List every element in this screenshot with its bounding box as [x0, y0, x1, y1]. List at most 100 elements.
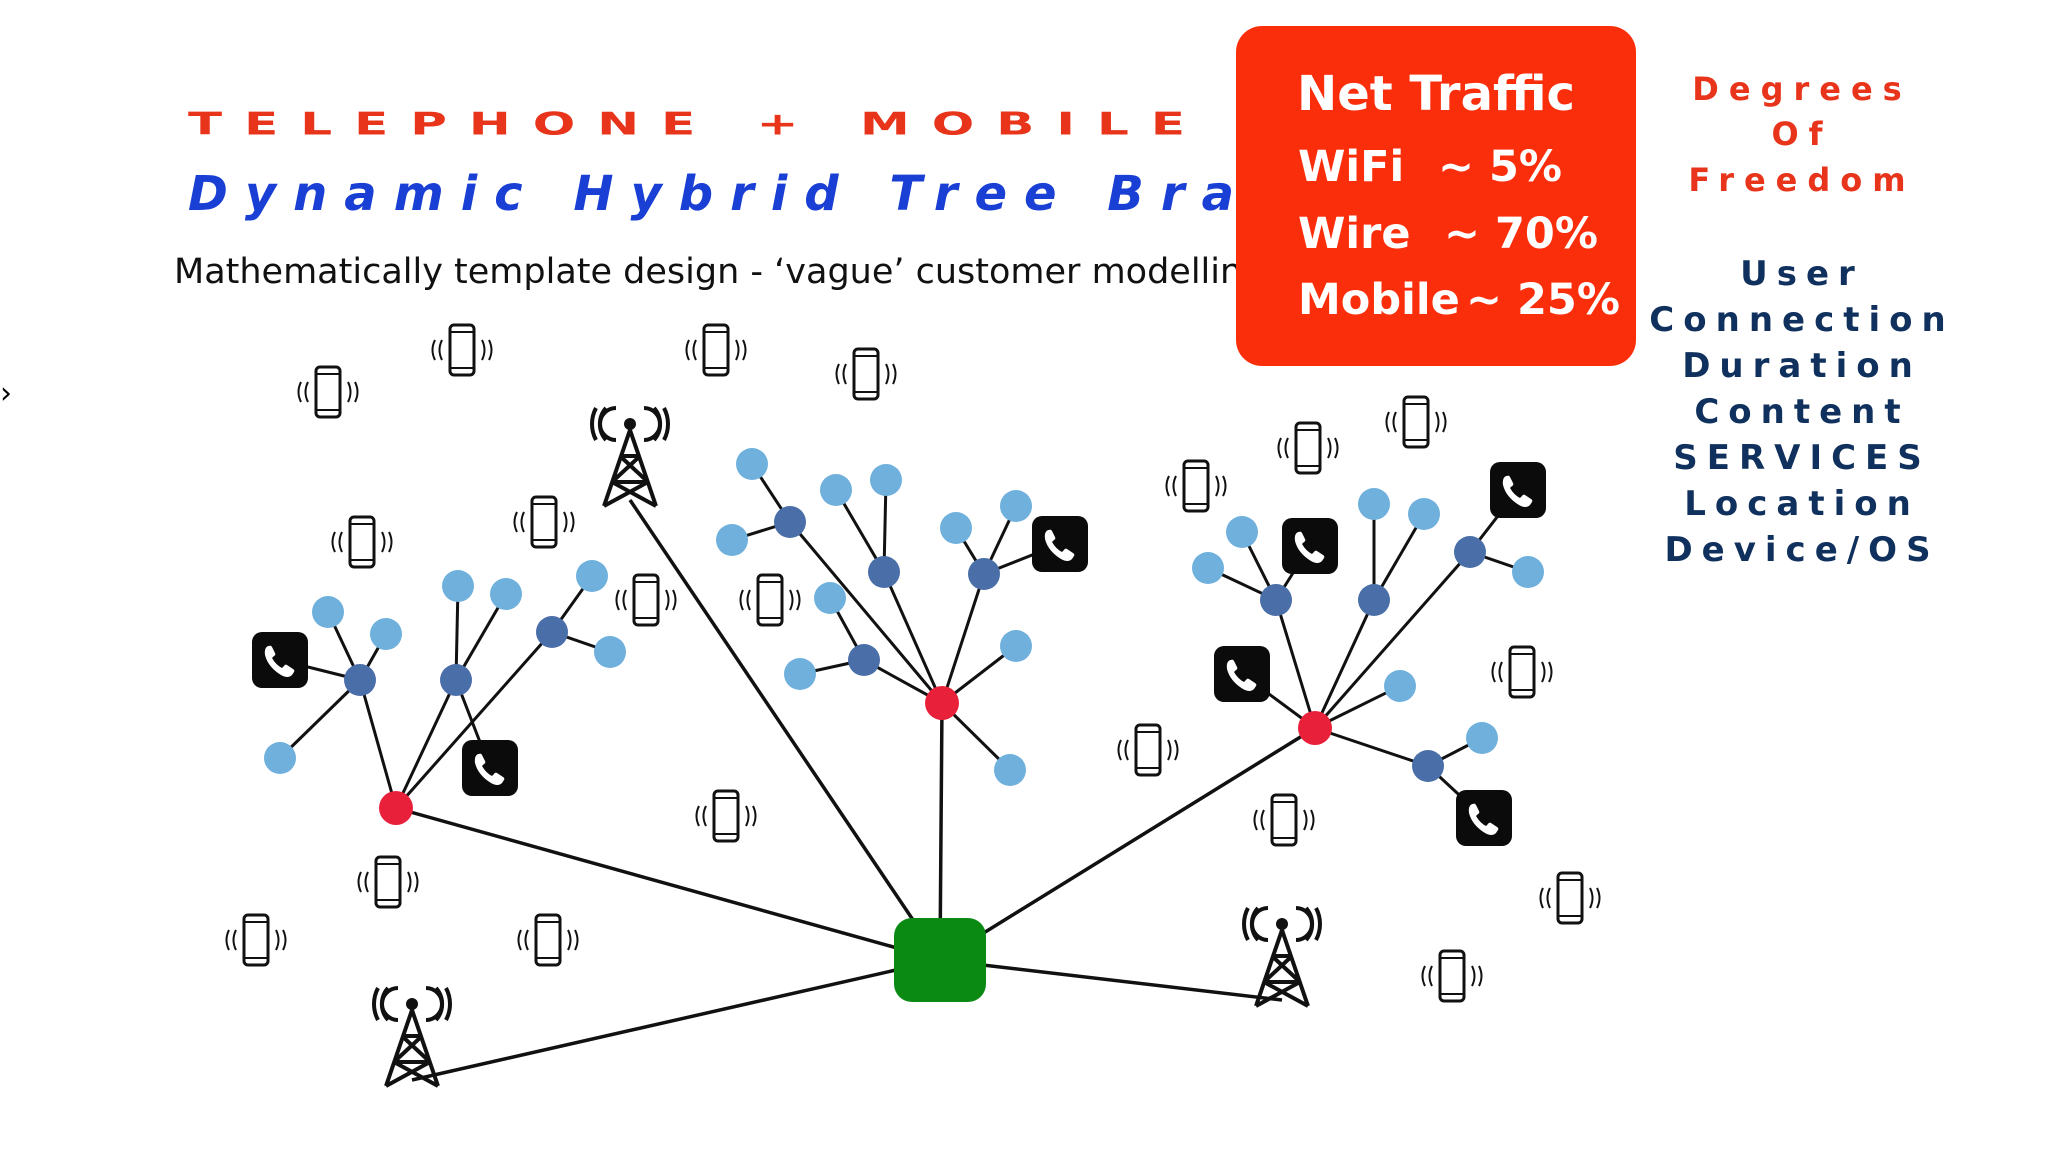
signal-wave-left [431, 339, 436, 361]
signal-wave-right [1303, 809, 1308, 831]
signal-wave-right [1174, 739, 1179, 761]
dof-heading-degrees: Degrees [1692, 70, 1912, 108]
leaf-node [1384, 670, 1416, 702]
signal-wave-right [1435, 411, 1440, 433]
signal-wave-left [331, 531, 336, 553]
mobile-body [314, 365, 342, 419]
mobile-phone-icon [1539, 871, 1601, 925]
mobile-phone-icon [357, 855, 419, 909]
traffic-label: Wire [1298, 209, 1411, 259]
dof-item-device-os: Device/OS [1664, 530, 1940, 570]
mobile-phone-icon [1491, 645, 1553, 699]
signal-wave-right [563, 511, 568, 533]
mobile-phone-icon [695, 789, 757, 843]
tower-wave-right [1314, 907, 1322, 941]
mobile-body [374, 855, 402, 909]
leaf-node [576, 560, 608, 592]
signal-wave-left [739, 589, 744, 611]
signal-wave-right [570, 511, 575, 533]
signal-wave-left [338, 531, 343, 553]
traffic-label: WiFi [1298, 142, 1405, 192]
handset-tile-bg [1032, 516, 1088, 572]
mobile-body [530, 495, 558, 549]
connection-line [1313, 551, 1472, 729]
signal-wave-left [1491, 661, 1496, 683]
description-text: Mathematically template design - ‘vague’… [174, 252, 1265, 292]
tower-top [624, 418, 636, 430]
mobile-phone-icon [1421, 949, 1483, 1003]
dof-item-services: SERVICES [1673, 438, 1931, 478]
radio-tower-icon [372, 986, 452, 1088]
signal-wave-right [1327, 437, 1332, 459]
net-traffic-title: Net Traffic [1297, 66, 1575, 122]
mobile-body [348, 515, 376, 569]
handset-shape [1502, 475, 1533, 507]
connection-line [1313, 599, 1376, 729]
signal-wave-left [524, 929, 529, 951]
signal-wave-right [1215, 475, 1220, 497]
connection-line [394, 679, 458, 809]
signal-wave-right [1541, 661, 1546, 683]
radio-tower-icon [1242, 906, 1322, 1008]
tower-wave-left [379, 986, 390, 1022]
signal-wave-left [615, 589, 620, 611]
traffic-value: ~ 25% [1466, 275, 1620, 325]
leaf-node [940, 512, 972, 544]
signal-wave-right [1222, 475, 1227, 497]
leaf-node [994, 754, 1026, 786]
signal-wave-right [1589, 887, 1594, 909]
traffic-row-wire: Wire ~ 70% [1298, 209, 1598, 259]
tower-lattice [602, 429, 658, 508]
handset-tile-bg [462, 740, 518, 796]
signal-wave-left [1392, 411, 1397, 433]
signal-wave-left [1284, 437, 1289, 459]
signal-wave-right [388, 531, 393, 553]
sub-node [1358, 584, 1390, 616]
sub-node [536, 616, 568, 648]
handset-tile-bg [1214, 646, 1270, 702]
connection-line [938, 702, 944, 961]
dof-item-user: User [1740, 254, 1864, 294]
signal-wave-right [574, 929, 579, 951]
mobile-body [1134, 723, 1162, 777]
signal-wave-right [414, 871, 419, 893]
handset-tile-bg [1490, 462, 1546, 518]
signal-wave-left [225, 929, 230, 951]
sub-node [344, 664, 376, 696]
leaf-node [736, 448, 768, 480]
connection-line [454, 593, 508, 681]
signal-wave-left [232, 929, 237, 951]
signal-wave-left [520, 511, 525, 533]
mobile-phone-icon [513, 495, 575, 549]
signal-wave-right [1334, 437, 1339, 459]
tower-wave-left [590, 407, 598, 441]
connection-line [939, 726, 1316, 962]
signal-wave-right [1442, 411, 1447, 433]
connection-line [358, 679, 398, 809]
traffic-value: ~ 70% [1444, 209, 1598, 259]
traffic-label: Mobile [1298, 275, 1460, 325]
leaf-node [1512, 556, 1544, 588]
dof-item-location: Location [1684, 484, 1920, 524]
leaf-node [490, 578, 522, 610]
handset-shape [1044, 529, 1075, 561]
handset-tile-bg [1282, 518, 1338, 574]
mobile-phone-icon [1385, 395, 1447, 449]
signal-wave-left [364, 871, 369, 893]
signal-wave-right [745, 805, 750, 827]
dof-item-connection: Connection [1649, 300, 1955, 340]
signal-wave-left [746, 589, 751, 611]
device-icons [225, 323, 1601, 1088]
signal-wave-right [347, 381, 352, 403]
handset-shape [474, 753, 505, 785]
signal-wave-left [517, 929, 522, 951]
mobile-phone-icon [517, 913, 579, 967]
connection-line [1314, 726, 1429, 768]
signal-wave-right [1167, 739, 1172, 761]
signal-wave-right [1310, 809, 1315, 831]
traffic-row-wifi: WiFi ~ 5% [1298, 142, 1562, 192]
signal-wave-right [1478, 965, 1483, 987]
signal-wave-left [685, 339, 690, 361]
signal-wave-right [1548, 661, 1553, 683]
